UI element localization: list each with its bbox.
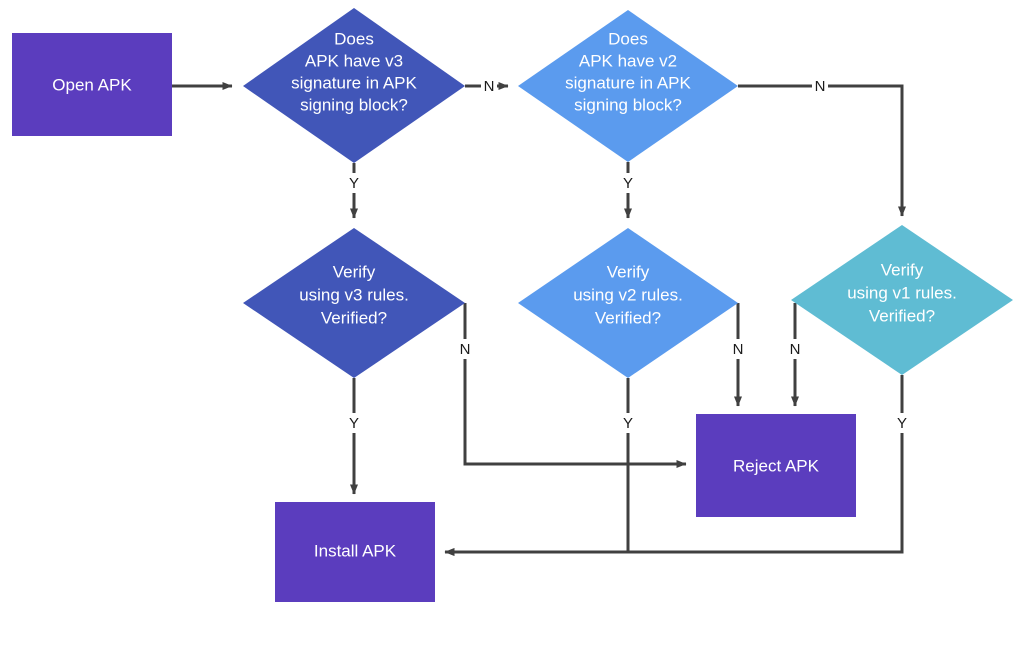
- install-apk-shape[interactable]: [275, 502, 435, 602]
- node-open-apk[interactable]: Open APK: [12, 33, 172, 136]
- verify-v3-label-line-2: using v3 rules.: [299, 285, 409, 304]
- has-v3-label-line-2: APK have v3: [305, 51, 403, 70]
- node-reject-apk[interactable]: Reject APK: [696, 414, 856, 517]
- edge-label-verify-v1-yes: Y: [897, 415, 907, 432]
- edge-verify-v3-yes-to-install: Y: [346, 378, 362, 495]
- has-v3-shape[interactable]: [243, 8, 465, 163]
- edge-verify-v3-no-to-reject: N: [457, 303, 687, 468]
- node-has-v3[interactable]: Does APK have v3 signature in APK signin…: [243, 8, 465, 163]
- edge-label-verify-v2-no: N: [733, 341, 744, 358]
- reject-apk-label: Reject APK: [733, 456, 820, 475]
- verify-v2-shape[interactable]: [518, 228, 738, 378]
- edge-label-v3-yes: Y: [349, 175, 359, 192]
- verify-v1-label-line-2: using v1 rules.: [847, 283, 957, 302]
- open-apk-label: Open APK: [52, 75, 132, 94]
- open-apk-shape[interactable]: [12, 33, 172, 136]
- edge-v3-no-to-v2: N: [465, 76, 509, 96]
- has-v2-shape[interactable]: [518, 10, 738, 162]
- verify-v1-shape[interactable]: [791, 225, 1013, 375]
- install-apk-label: Install APK: [314, 541, 397, 560]
- edge-label-v3-no: N: [484, 78, 495, 95]
- verify-v2-label-line-3: Verified?: [595, 308, 661, 327]
- edge-verify-v1-yes-to-install: Y: [444, 375, 910, 556]
- verify-v1-label-line-1: Verify: [881, 260, 924, 279]
- node-verify-v2[interactable]: Verify using v2 rules. Verified?: [518, 228, 738, 378]
- edge-label-verify-v2-yes: Y: [623, 415, 633, 432]
- edge-v2-yes-to-verify-v2: Y: [620, 162, 636, 219]
- has-v3-label-line-1: Does: [334, 29, 374, 48]
- verify-v3-label-line-1: Verify: [333, 262, 376, 281]
- node-install-apk[interactable]: Install APK: [275, 502, 435, 602]
- edge-v3-yes-to-verify-v3: Y: [346, 163, 362, 219]
- node-verify-v1[interactable]: Verify using v1 rules. Verified?: [791, 225, 1013, 375]
- verify-v3-shape[interactable]: [243, 228, 465, 378]
- edge-label-v2-yes: Y: [623, 175, 633, 192]
- edge-verify-v2-no-to-reject: N: [730, 303, 746, 407]
- has-v2-label-line-1: Does: [608, 29, 648, 48]
- verify-v3-label-line-3: Verified?: [321, 308, 387, 327]
- node-verify-v3[interactable]: Verify using v3 rules. Verified?: [243, 228, 465, 378]
- node-has-v2[interactable]: Does APK have v2 signature in APK signin…: [518, 10, 738, 162]
- edge-label-verify-v1-no: N: [790, 341, 801, 358]
- has-v2-label-line-3: signature in APK: [565, 73, 691, 92]
- edge-label-verify-v3-yes: Y: [349, 415, 359, 432]
- edge-label-verify-v3-no: N: [460, 341, 471, 358]
- has-v2-label-line-2: APK have v2: [579, 51, 677, 70]
- edge-v2-no-to-verify-v1: N: [738, 76, 906, 217]
- has-v3-label-line-3: signature in APK: [291, 73, 417, 92]
- verify-v2-label-line-2: using v2 rules.: [573, 285, 683, 304]
- has-v2-label-line-4: signing block?: [574, 95, 682, 114]
- verify-v2-label-line-1: Verify: [607, 262, 650, 281]
- has-v3-label-line-4: signing block?: [300, 95, 408, 114]
- edge-label-v2-no: N: [815, 78, 826, 95]
- verify-v1-label-line-3: Verified?: [869, 306, 935, 325]
- edge-verify-v1-no-to-reject: N: [787, 303, 803, 407]
- reject-apk-shape[interactable]: [696, 414, 856, 517]
